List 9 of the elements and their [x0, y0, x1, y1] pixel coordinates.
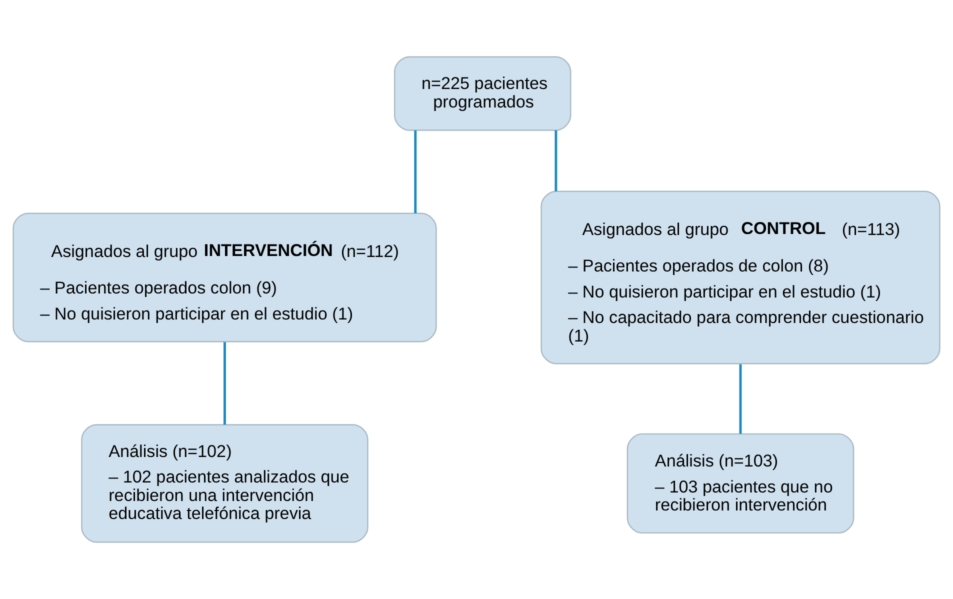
node-box: Asignados al grupo INTERVENCIÓN (n=112) – Pacientes operados colon (9) – No quisieron participar en el estudio (1)	[12, 212, 437, 342]
node-box: n=225 pacientes programados	[394, 56, 572, 131]
connector	[554, 130, 558, 192]
node-box: Análisis (n=102) – 102 pacientes analizados que recibieron una intervención educativa telefónica previa	[81, 424, 368, 543]
node-box: Análisis (n=103) – 103 pacientes que no recibieron intervención	[626, 433, 854, 534]
connector	[414, 130, 417, 214]
node-box: Asignados al grupo CONTROL (n=113) – Pacientes operados de colon (8) – No quisieron participar en el estudio (1) – No capacitado para comprender cuestionario (1)	[540, 190, 940, 364]
connector	[224, 342, 226, 425]
connector	[739, 364, 742, 434]
